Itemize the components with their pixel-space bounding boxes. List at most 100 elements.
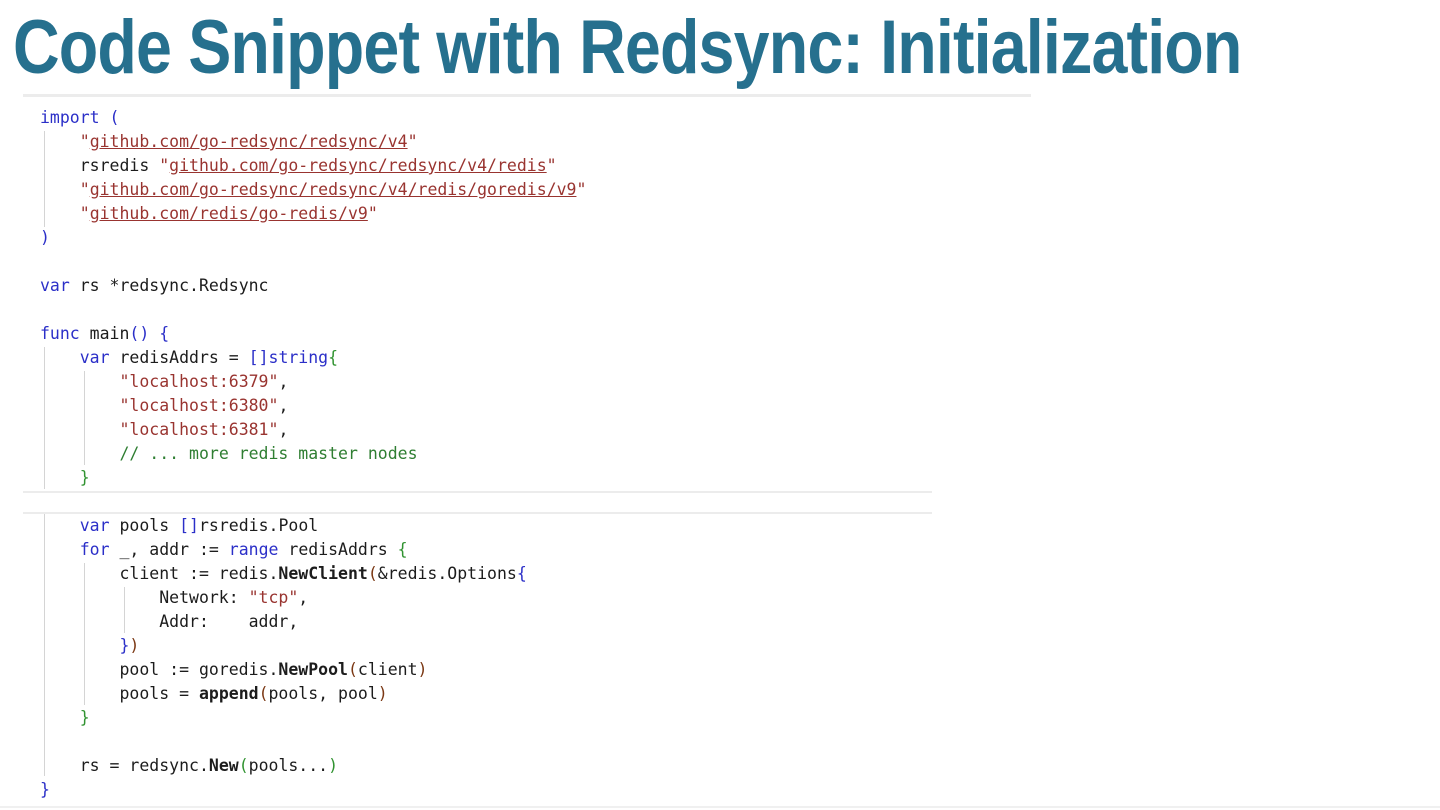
code-token: rsredis.Pool	[198, 516, 319, 535]
code-token	[40, 540, 80, 559]
code-token: {	[516, 564, 527, 583]
code-line	[40, 730, 527, 754]
code-line: for _, addr := range redisAddrs {	[40, 538, 527, 562]
code-token: redisAddrs =	[109, 348, 249, 367]
code-token: []string	[248, 348, 329, 367]
code-token: "localhost:6380"	[119, 396, 279, 415]
code-token: []	[179, 516, 199, 535]
code-token: pools	[109, 516, 180, 535]
code-line: rsredis "github.com/go-redsync/redsync/v…	[40, 154, 586, 178]
code-token: "tcp"	[248, 588, 299, 607]
code-token: Addr: addr,	[40, 612, 299, 631]
code-line: "localhost:6380",	[40, 394, 586, 418]
code-line: }	[40, 778, 527, 802]
code-token: rs = redsync.	[40, 756, 209, 775]
code-token: )	[377, 684, 388, 703]
code-token: append	[198, 684, 259, 703]
code-token: (	[367, 564, 378, 583]
code-token	[40, 132, 80, 151]
code-token: {	[328, 348, 339, 367]
code-token: client := redis.	[40, 564, 279, 583]
code-block-pools-loop: var pools []rsredis.Pool for _, addr := …	[40, 514, 527, 802]
code-token: "	[407, 132, 418, 151]
code-token	[40, 420, 119, 439]
code-token: }	[79, 708, 90, 727]
code-line: var pools []rsredis.Pool	[40, 514, 527, 538]
code-token: ,	[278, 372, 289, 391]
code-line: "localhost:6379",	[40, 370, 586, 394]
code-line: var rs *redsync.Redsync	[40, 274, 586, 298]
code-token: ,	[278, 396, 289, 415]
code-token: var	[79, 516, 110, 535]
code-token: _, addr :=	[109, 540, 229, 559]
code-token: main	[79, 324, 130, 343]
code-token	[40, 204, 80, 223]
code-line: import (	[40, 106, 586, 130]
code-token: var	[79, 348, 110, 367]
indent-guide-main-upper	[44, 347, 45, 489]
code-token: pools, pool	[268, 684, 378, 703]
code-line: pools = append(pools, pool)	[40, 682, 527, 706]
indent-guide-for-body	[84, 563, 85, 705]
code-token: "	[546, 156, 557, 175]
code-line: "github.com/go-redsync/redsync/v4"	[40, 130, 586, 154]
code-line: client := redis.NewClient(&redis.Options…	[40, 562, 527, 586]
code-line: "localhost:6381",	[40, 418, 586, 442]
code-token: import (	[40, 108, 120, 127]
slide-title: Code Snippet with Redsync: Initializatio…	[13, 5, 1242, 90]
code-token: NewClient	[278, 564, 368, 583]
code-token: )	[328, 756, 339, 775]
code-token: // ... more redis master nodes	[119, 444, 418, 463]
code-line: // ... more redis master nodes	[40, 442, 586, 466]
code-token	[40, 468, 80, 487]
code-token: () {	[129, 324, 170, 343]
code-line: "github.com/redis/go-redis/v9"	[40, 202, 586, 226]
indent-guide-main-lower	[44, 514, 45, 776]
code-token: rsredis	[40, 156, 160, 175]
code-token: var	[40, 276, 70, 295]
code-token: "	[367, 204, 378, 223]
import-url-link[interactable]: github.com/go-redsync/redsync/v4/redis	[169, 156, 547, 175]
code-token: client	[357, 660, 418, 679]
code-token	[40, 708, 80, 727]
code-token: Network:	[40, 588, 249, 607]
code-line: }	[40, 706, 527, 730]
code-token	[40, 516, 80, 535]
code-line: }	[40, 466, 586, 490]
code-token: }	[119, 636, 130, 655]
code-token: )	[417, 660, 428, 679]
code-token: pool := goredis.	[40, 660, 279, 679]
title-underline-rule	[23, 94, 1031, 97]
code-token	[40, 396, 119, 415]
code-divider-rule-bottom	[23, 512, 932, 514]
import-url-link[interactable]: github.com/go-redsync/redsync/v4	[89, 132, 408, 151]
code-token: range	[228, 540, 279, 559]
code-line: Addr: addr,	[40, 610, 527, 634]
code-token: "	[79, 204, 90, 223]
code-token: }	[79, 468, 90, 487]
import-url-link[interactable]: github.com/redis/go-redis/v9	[89, 204, 368, 223]
code-token: "localhost:6381"	[119, 420, 279, 439]
slide-bottom-rule	[0, 806, 1440, 808]
code-token: "	[159, 156, 170, 175]
indent-guide-slice-literal	[84, 371, 85, 465]
code-line: func main() {	[40, 322, 586, 346]
indent-guide-options-literal	[124, 587, 125, 633]
code-token: "	[79, 132, 90, 151]
code-line: rs = redsync.New(pools...)	[40, 754, 527, 778]
code-token: "	[79, 180, 90, 199]
code-token	[40, 348, 80, 367]
code-token: (	[347, 660, 358, 679]
code-token: pools...	[248, 756, 329, 775]
code-token: rs *redsync.Redsync	[69, 276, 269, 295]
code-token: "	[576, 180, 587, 199]
code-token	[40, 444, 119, 463]
code-line: )	[40, 226, 586, 250]
code-line: })	[40, 634, 527, 658]
import-url-link[interactable]: github.com/go-redsync/redsync/v4/redis/g…	[89, 180, 577, 199]
code-divider-rule-top	[23, 491, 932, 493]
code-token: {	[397, 540, 408, 559]
code-token: NewPool	[278, 660, 348, 679]
code-line	[40, 250, 586, 274]
